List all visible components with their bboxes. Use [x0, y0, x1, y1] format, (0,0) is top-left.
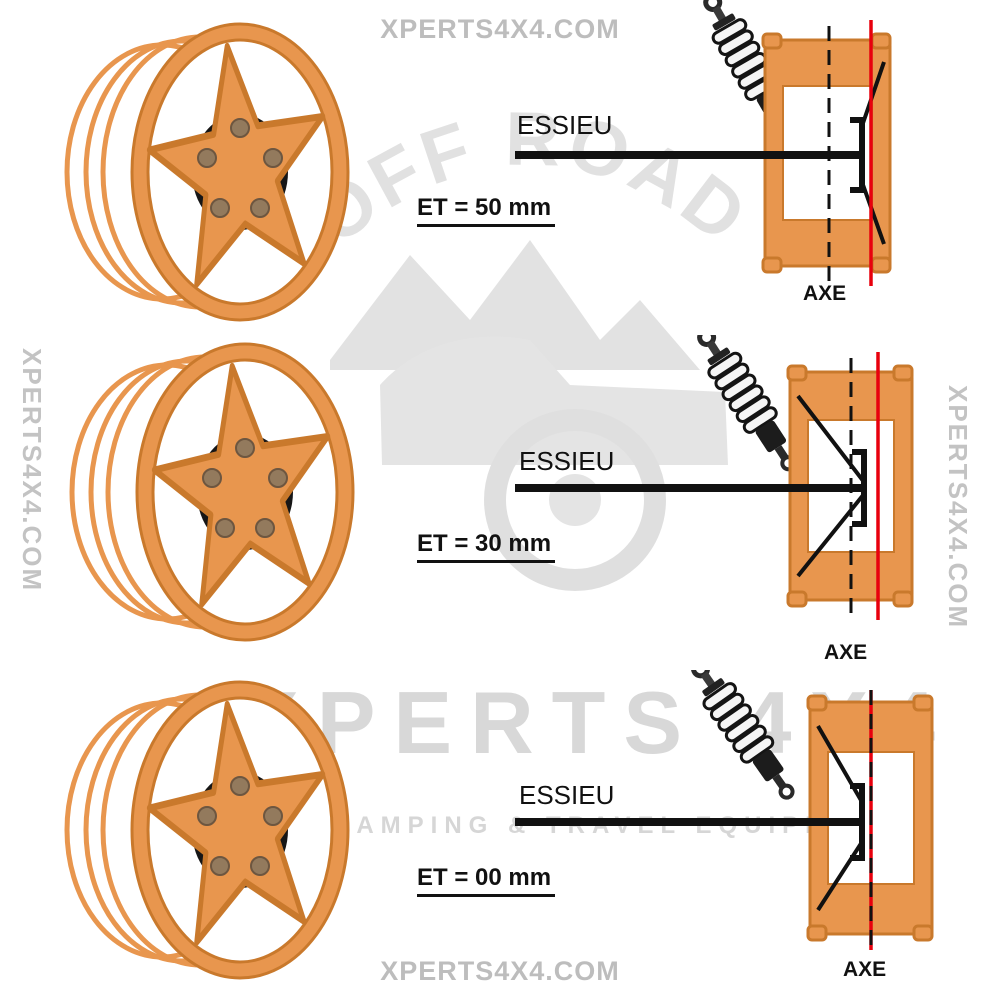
watermark-right: XPERTS4X4.COM	[943, 385, 973, 630]
hub-mounting-face	[850, 783, 865, 861]
essieu-label-row1: ESSIEU	[517, 110, 613, 140]
rim-spoke-lines	[796, 394, 866, 578]
logo-vehicle-icon	[380, 336, 728, 591]
axe-label-row2: AXE	[824, 641, 868, 664]
essieu-label-row3: ESSIEU	[519, 780, 615, 810]
wheel-illustration	[67, 24, 348, 320]
background-logo-watermark: OFF ROAD	[296, 97, 760, 591]
hub-mounting-face	[850, 117, 865, 193]
wheel-illustration	[72, 344, 353, 640]
offset-label-row1: ET = 50 mm	[417, 194, 556, 227]
diagram-row-et00	[0, 670, 934, 1000]
shock-absorber-icon	[682, 670, 805, 807]
axe-label-row3: AXE	[843, 958, 887, 981]
offset-label-row3: ET = 00 mm	[417, 864, 556, 897]
diagram-row-et30	[0, 335, 914, 670]
hub-mounting-face	[852, 449, 867, 527]
watermark-top: XPERTS4X4.COM	[380, 14, 620, 44]
essieu-label-row2: ESSIEU	[519, 446, 615, 476]
offset-label-row2: ET = 30 mm	[417, 530, 556, 563]
rim-spoke-lines	[860, 61, 886, 245]
rim-spoke-lines	[816, 724, 864, 912]
watermark-left: XPERTS4X4.COM	[17, 348, 47, 593]
diagram-row-et50	[0, 0, 892, 332]
wheel-illustration	[67, 682, 348, 978]
watermark-bottom: XPERTS4X4.COM	[380, 956, 620, 986]
axe-label-row1: AXE	[803, 282, 847, 305]
